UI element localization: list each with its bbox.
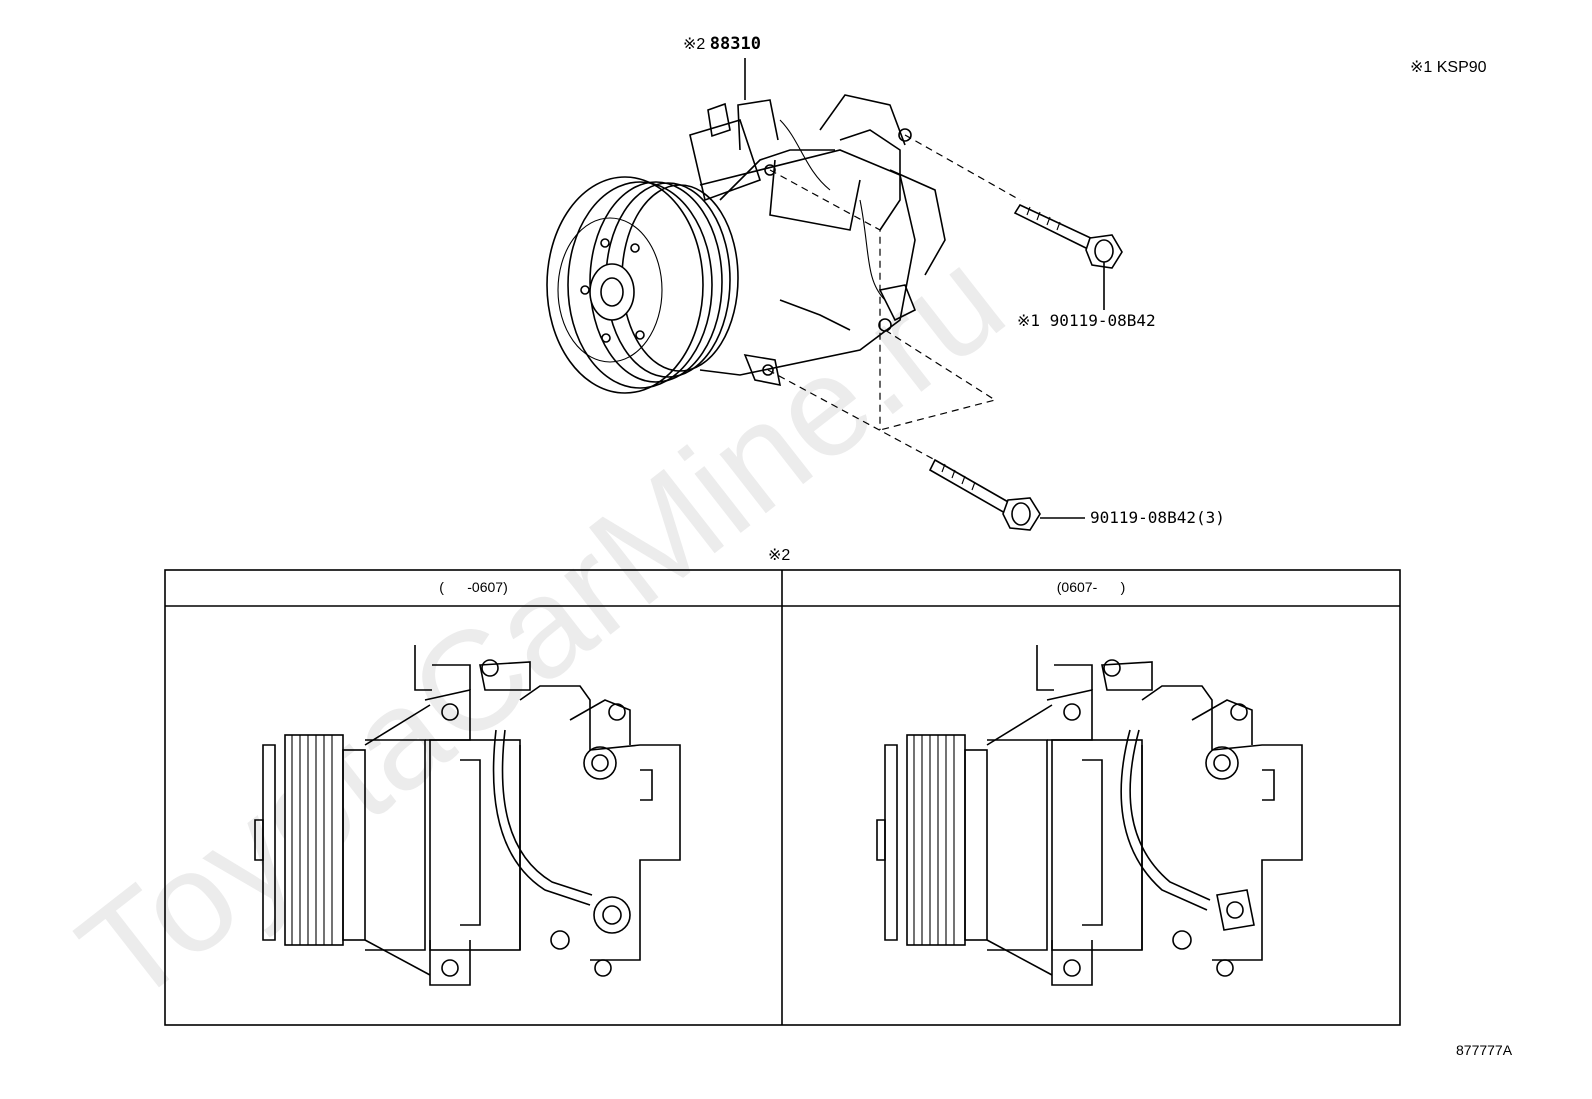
bolt-upper-illustration[interactable]: [1013, 203, 1123, 310]
compressor-illustration[interactable]: [546, 94, 1021, 461]
variant-right-illustration[interactable]: [876, 645, 1303, 986]
compressor-part-number[interactable]: 88310: [709, 34, 761, 54]
bolt-upper-label[interactable]: ※1 90119-08B42: [1017, 311, 1156, 330]
bolt-lower-illustration[interactable]: [928, 458, 1085, 531]
diagram-id: 877777A: [1456, 1042, 1513, 1058]
compressor-note-mark: ※2: [683, 36, 706, 53]
bolt-lower-label[interactable]: 90119-08B42(3): [1090, 508, 1225, 527]
compressor-part-label[interactable]: ※2 88310: [683, 36, 761, 53]
variant-table: [164, 569, 1401, 1026]
variant-left-range: ( -0607): [439, 579, 508, 595]
ksp90-note: ※1 KSP90: [1410, 59, 1487, 76]
table-note-mark: ※2: [768, 547, 791, 564]
variant-right-range: (0607- ): [1056, 579, 1126, 595]
variant-left-illustration[interactable]: [254, 645, 681, 986]
